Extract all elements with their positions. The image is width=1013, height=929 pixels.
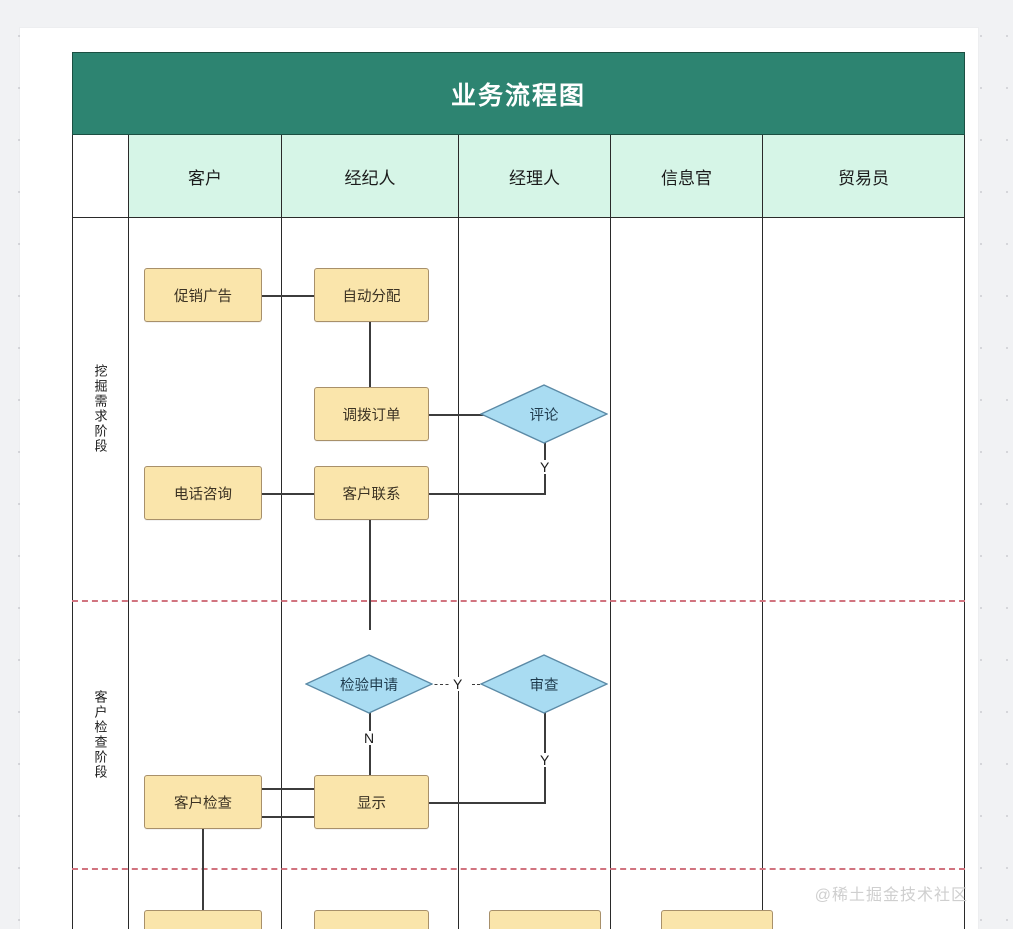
lane-header-manager: 经理人 — [458, 135, 610, 218]
lane-header-label: 贸易员 — [838, 168, 889, 188]
lane-body: 挖掘需求阶段 客户检查阶段 — [72, 218, 965, 929]
node-promo[interactable]: 促销广告 — [144, 268, 262, 322]
stage-label-inspection: 客户检查阶段 — [72, 602, 128, 868]
stage-divider-2 — [72, 868, 965, 870]
edge-label-review-yes: Y — [538, 459, 552, 475]
node-subscribe[interactable]: 订阅应用程序 — [314, 910, 429, 929]
node-contact[interactable]: 客户联系 — [314, 466, 429, 520]
stage-divider-1 — [72, 600, 965, 602]
node-record1[interactable]: 记录 — [489, 910, 601, 929]
lane-header-information-officer: 信息官 — [610, 135, 762, 218]
diamond-shape-icon — [480, 654, 608, 714]
node-audit[interactable]: 审查 — [480, 654, 608, 714]
lane-header-label: 经理人 — [509, 168, 560, 188]
connector-inspectreq-no-to-display — [369, 710, 371, 802]
stage-label-requirement: 挖掘需求阶段 — [72, 218, 128, 600]
lane-header-corner — [72, 135, 128, 218]
chart-title: 业务流程图 — [450, 81, 586, 110]
edge-label-audit-yes: Y — [538, 752, 552, 768]
node-label: 调拨订单 — [342, 407, 401, 424]
connector-promo-to-autoassign — [262, 295, 314, 297]
lane-header-row: 客户 经纪人 经理人 信息官 贸易员 — [72, 135, 965, 218]
swimlane-flowchart: 业务流程图 客户 经纪人 经理人 信息官 贸易员 — [72, 52, 965, 929]
lane-divider-4 — [762, 218, 763, 929]
node-autoassign[interactable]: 自动分配 — [314, 268, 429, 322]
node-label: 电话咨询 — [174, 486, 232, 503]
node-review[interactable]: 评论 — [480, 384, 608, 444]
stage-label-text: 挖掘需求阶段 — [92, 364, 108, 454]
node-alloc[interactable]: 调拨订单 — [314, 387, 429, 441]
connector-custcheck-to-confirm — [202, 829, 204, 929]
connector-custcheck-display-upper — [262, 788, 314, 790]
edge-label-inspect-no: N — [362, 730, 377, 746]
lane-divider-stage-col — [128, 218, 129, 929]
lane-header-label: 经纪人 — [344, 168, 396, 188]
connector-phone-to-contact — [262, 493, 314, 495]
node-label: 检验申请 — [340, 677, 398, 694]
connector-contact-to-inspectreq — [369, 520, 371, 630]
connector-inspectreq-to-label — [429, 684, 454, 685]
node-label: 显示 — [357, 795, 386, 812]
connector-custcheck-display-lower — [262, 816, 314, 818]
watermark: @稀土掘金技术社区 — [814, 887, 968, 904]
node-custcheck[interactable]: 客户检查 — [144, 775, 262, 829]
node-phone[interactable]: 电话咨询 — [144, 466, 262, 520]
connector-autoassign-to-alloc — [369, 322, 371, 414]
node-label: 评论 — [529, 407, 559, 424]
node-label: 自动分配 — [342, 288, 401, 305]
stage-label-text: 客户检查阶段 — [92, 690, 108, 780]
node-label: 审查 — [529, 677, 559, 694]
lane-divider-right-edge — [964, 218, 965, 929]
lane-divider-left-edge — [72, 218, 73, 929]
lane-header-customer: 客户 — [128, 135, 281, 218]
lane-header-broker: 经纪人 — [281, 135, 458, 218]
node-display[interactable]: 显示 — [314, 775, 429, 829]
diamond-shape-icon — [480, 384, 608, 444]
chart-title-bar: 业务流程图 — [72, 52, 965, 135]
connector-alloc-to-review — [429, 414, 495, 416]
node-inspectreq[interactable]: 检验申请 — [305, 654, 433, 714]
node-record2[interactable]: 记录 — [661, 910, 773, 929]
node-label: 促销广告 — [174, 288, 232, 305]
lane-divider-2 — [458, 218, 459, 929]
connector-audit-yes-to-display — [429, 802, 546, 804]
edge-label-inspect-to-audit: Y — [451, 676, 465, 692]
connector-review-yes-to-contact — [429, 493, 546, 495]
diamond-shape-icon — [305, 654, 433, 714]
lane-header-label: 信息官 — [661, 168, 712, 188]
node-confirm[interactable]: 客户确认 — [144, 910, 262, 929]
node-label: 客户联系 — [342, 486, 401, 503]
diagram-canvas: 业务流程图 客户 经纪人 经理人 信息官 贸易员 — [20, 28, 978, 929]
lane-divider-3 — [610, 218, 611, 929]
node-label: 客户检查 — [174, 795, 232, 812]
lane-divider-1 — [281, 218, 282, 929]
lane-header-label: 客户 — [188, 168, 222, 188]
lane-header-trader: 贸易员 — [762, 135, 965, 218]
